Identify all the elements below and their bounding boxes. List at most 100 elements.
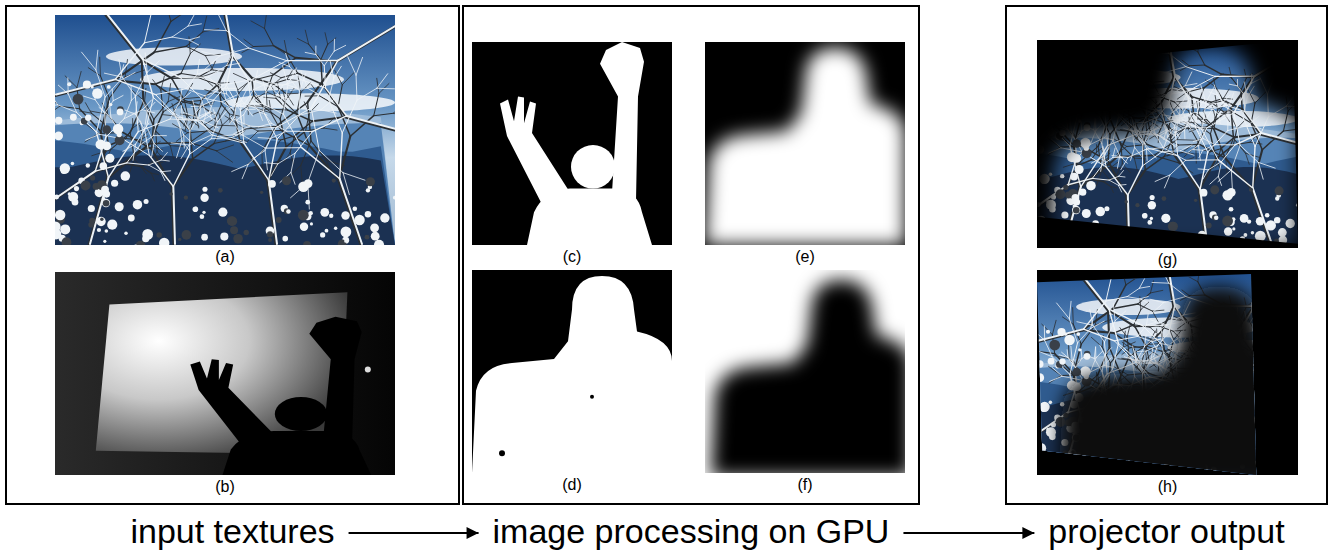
illustration-shape xyxy=(365,211,371,217)
illustration-shape xyxy=(1128,108,1130,128)
illustration-shape xyxy=(276,108,311,128)
illustration-shape xyxy=(1245,112,1261,133)
label-row: (a) xyxy=(55,248,395,266)
illustration-shape xyxy=(219,113,222,125)
illustration-shape xyxy=(1137,122,1146,123)
illustration-shape xyxy=(1248,90,1255,103)
illustration-shape xyxy=(1037,122,1055,124)
illustration-shape xyxy=(319,151,343,173)
illustration-shape xyxy=(286,94,293,105)
illustration-shape xyxy=(286,53,290,66)
illustration-shape xyxy=(134,244,138,245)
illustration-shape xyxy=(1198,231,1207,240)
image-label: (e) xyxy=(795,248,815,266)
illustration-shape xyxy=(263,104,284,115)
illustration-shape xyxy=(339,180,361,245)
illustration-shape xyxy=(1150,195,1155,200)
illustration-shape xyxy=(1286,326,1288,340)
illustration-shape xyxy=(190,317,371,475)
illustration-shape xyxy=(1037,40,1298,248)
illustration-shape xyxy=(1178,156,1200,190)
illustration-shape xyxy=(182,118,190,131)
illustration-shape xyxy=(1037,145,1044,154)
illustration-shape xyxy=(374,93,379,115)
illustration-shape xyxy=(1146,322,1155,325)
illustration-shape xyxy=(1163,236,1171,244)
illustration-shape xyxy=(1037,167,1298,248)
illustration-shape xyxy=(1147,220,1152,225)
illustration-shape xyxy=(313,116,347,131)
illustration-shape xyxy=(154,46,186,52)
illustration-shape xyxy=(60,163,70,173)
illustration-shape xyxy=(89,218,95,224)
illustration-shape xyxy=(1215,76,1254,77)
illustration-shape xyxy=(236,91,244,103)
illustration-shape xyxy=(106,47,242,65)
illustration-shape xyxy=(1054,356,1070,359)
illustration-shape xyxy=(143,59,181,78)
illustration-shape xyxy=(1084,72,1106,100)
image-panel: (g) xyxy=(1037,40,1298,272)
illustration-shape xyxy=(1142,270,1145,274)
illustration-shape xyxy=(1149,148,1178,155)
illustration-shape xyxy=(1084,301,1106,329)
illustration-shape xyxy=(500,96,570,208)
illustration-shape xyxy=(268,181,276,245)
illustration-shape xyxy=(180,78,201,98)
illustration-shape xyxy=(227,55,234,86)
illustration-shape xyxy=(86,134,100,140)
illustration-shape xyxy=(1037,270,1298,475)
illustration-shape xyxy=(153,135,166,136)
illustration-shape xyxy=(1121,270,1126,285)
illustration-shape xyxy=(1253,50,1298,77)
illustration-shape xyxy=(1080,157,1118,188)
illustration-shape xyxy=(200,214,205,219)
illustration-shape xyxy=(55,155,395,245)
illustration-shape xyxy=(96,217,105,226)
illustration-shape xyxy=(184,135,195,145)
illustration-shape xyxy=(1243,97,1248,116)
illustration-shape xyxy=(151,173,154,181)
illustration-shape xyxy=(1065,192,1072,199)
illustration-shape xyxy=(1109,80,1119,115)
illustration-shape xyxy=(142,100,151,110)
processed-image xyxy=(705,42,905,245)
illustration-shape xyxy=(1067,115,1069,130)
illustration-shape xyxy=(1148,238,1155,245)
illustration-shape xyxy=(60,224,70,234)
illustration-shape xyxy=(186,74,197,89)
illustration-shape xyxy=(220,48,249,56)
processed-image xyxy=(705,270,905,473)
illustration-shape xyxy=(1037,233,1043,244)
illustration-shape xyxy=(233,234,243,244)
illustration-shape xyxy=(315,46,316,55)
illustration-shape xyxy=(1048,129,1055,136)
illustration-shape xyxy=(1265,213,1270,218)
illustration-shape xyxy=(1063,223,1069,229)
illustration-shape xyxy=(348,57,356,75)
illustration-shape xyxy=(1222,216,1233,227)
illustration-shape xyxy=(131,92,140,101)
illustration-shape xyxy=(251,21,265,28)
illustration-shape xyxy=(1113,285,1126,309)
illustration-shape xyxy=(1128,166,1143,195)
illustration-shape xyxy=(1062,227,1068,233)
illustration-shape xyxy=(377,74,388,89)
illustration-shape xyxy=(191,106,201,107)
illustration-shape xyxy=(1150,217,1153,220)
illustration-shape xyxy=(291,153,295,172)
illustration-shape xyxy=(269,86,281,97)
illustration-shape xyxy=(172,188,174,245)
illustration-shape xyxy=(287,165,300,178)
illustration-shape xyxy=(1203,104,1211,111)
illustration-shape xyxy=(88,68,100,76)
illustration-shape xyxy=(254,91,262,103)
illustration-shape xyxy=(189,40,199,45)
image-panel: (c) xyxy=(472,42,672,269)
illustration-shape xyxy=(1166,91,1188,95)
illustration-shape xyxy=(126,128,133,138)
illustration-shape xyxy=(91,85,94,88)
illustration-shape xyxy=(711,280,905,473)
illustration-shape xyxy=(1109,180,1118,185)
